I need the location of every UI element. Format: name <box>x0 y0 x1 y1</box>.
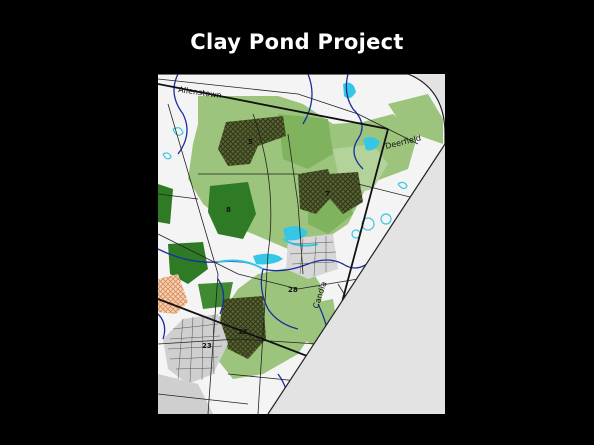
hatched-parcel <box>328 172 363 214</box>
street-grid <box>167 236 337 383</box>
map-image: Allenstown Deerfield Candia 5 8 7 28 13 … <box>158 74 445 414</box>
conservation-area <box>388 94 443 144</box>
dark-green-parcel <box>158 184 173 224</box>
parcel-label-5: 5 <box>248 138 253 146</box>
hatched-parcel <box>298 169 336 214</box>
conservation-area <box>278 114 333 169</box>
pond <box>283 226 308 241</box>
parcel-label-28: 28 <box>288 286 298 294</box>
parcel-label-7: 7 <box>325 190 330 198</box>
parcel-label-23: 23 <box>202 342 212 350</box>
hatched-parcel <box>218 116 286 166</box>
slide-title: Clay Pond Project <box>190 30 404 54</box>
urban-area <box>158 374 213 414</box>
parcel-label-8: 8 <box>226 206 231 214</box>
channels <box>217 238 319 270</box>
pond <box>363 137 380 151</box>
hatched-parcel <box>220 296 266 359</box>
dark-green-parcel <box>168 242 208 284</box>
peach-parcel <box>158 274 188 314</box>
parcel-label-13: 13 <box>238 328 248 336</box>
dark-green-parcel <box>208 182 256 239</box>
map-svg: Allenstown Deerfield Candia 5 8 7 28 13 … <box>158 74 445 414</box>
